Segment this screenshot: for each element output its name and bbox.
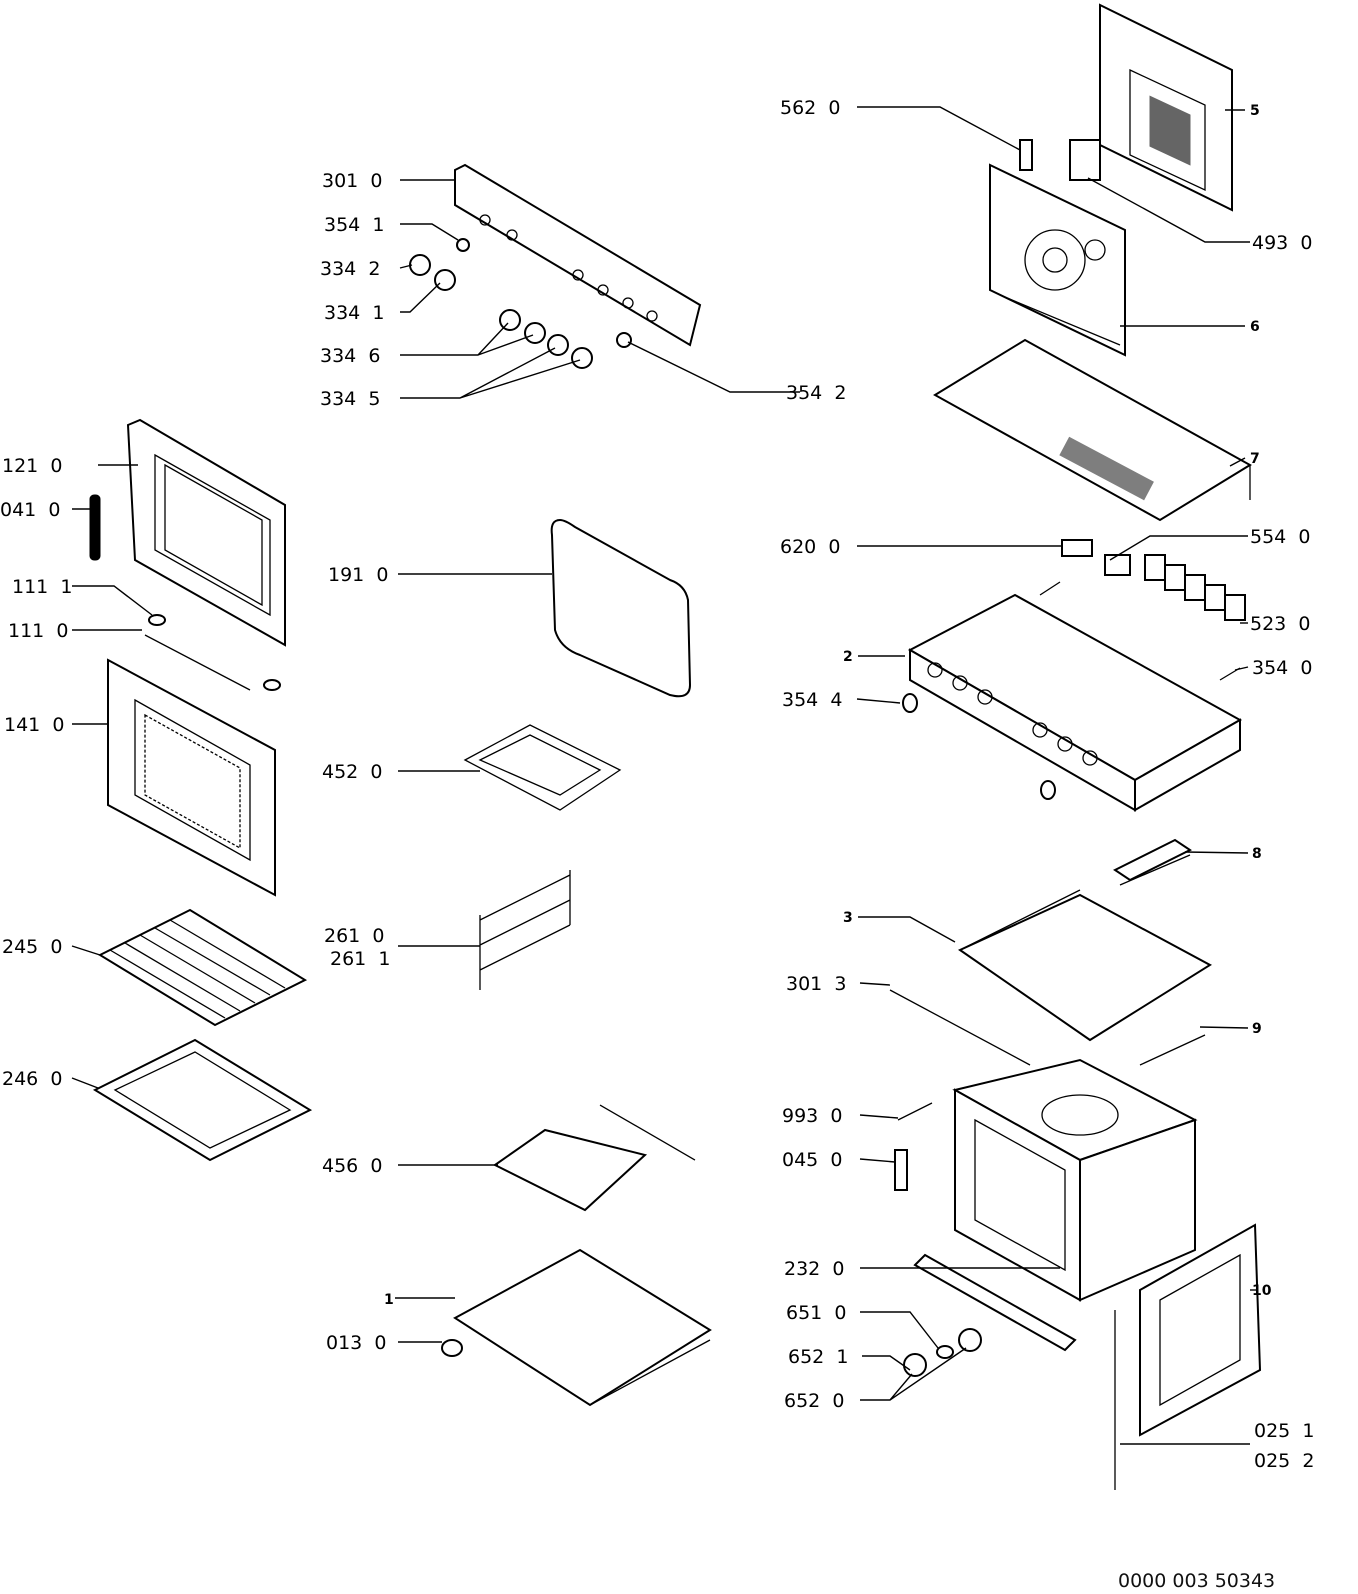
part-callout-label: 191 0 bbox=[328, 564, 388, 586]
part-callout-label: 554 0 bbox=[1250, 526, 1310, 548]
part-callout-label: 334 6 bbox=[320, 345, 380, 367]
part-callout-label: 261 1 bbox=[330, 948, 390, 970]
part-callout-label: 245 0 bbox=[2, 936, 62, 958]
part-callout-label: 10 bbox=[1252, 1283, 1272, 1299]
trim-part-301-3 bbox=[889, 989, 1031, 1066]
part-callout-label: 334 5 bbox=[320, 388, 380, 410]
part-callout-label: 1 bbox=[384, 1292, 394, 1308]
foot-part-013 bbox=[441, 1339, 463, 1357]
part-callout-label: 6 bbox=[1250, 319, 1260, 335]
part-callout-label: 9 bbox=[1252, 1021, 1262, 1037]
top-panel-part-3 bbox=[957, 889, 1212, 1042]
small-parts-993-045 bbox=[894, 1102, 933, 1191]
callout-labels: 562 0 301 0 354 1 334 2 334 1 334 6 334 5 354 2… bbox=[0, 97, 1314, 1472]
part-callout-label: 111 1 bbox=[12, 576, 72, 598]
part-callout-label: 041 0 bbox=[0, 499, 60, 521]
back-plate-part-6 bbox=[989, 163, 1126, 357]
part-callout-label: 334 1 bbox=[324, 302, 384, 324]
control-housing-part-2 bbox=[907, 593, 1243, 812]
part-callout-label: 141 0 bbox=[4, 714, 64, 736]
drawing-code: 0000 003 50343 bbox=[1118, 1570, 1275, 1592]
part-callout-label: 354 1 bbox=[324, 214, 384, 236]
rail-part-8 bbox=[1113, 838, 1192, 886]
side-frame-part-10 bbox=[1139, 1223, 1262, 1437]
part-callout-label: 652 1 bbox=[788, 1346, 848, 1368]
part-callout-label: 5 bbox=[1250, 103, 1260, 119]
rear-panel-part-5 bbox=[1099, 3, 1233, 212]
part-callout-label: 7 bbox=[1250, 451, 1260, 467]
bracket-part-562 bbox=[1019, 139, 1033, 171]
part-callout-label: 562 0 bbox=[780, 97, 840, 119]
part-callout-label: 651 0 bbox=[786, 1302, 846, 1324]
lamp-parts-651-652 bbox=[903, 1328, 982, 1377]
part-callout-label: 354 4 bbox=[782, 689, 842, 711]
part-callout-label: 3 bbox=[843, 910, 853, 926]
part-callout-label: 025 1 bbox=[1254, 1420, 1314, 1442]
part-callout-label: 246 0 bbox=[2, 1068, 62, 1090]
knobs-part-334 bbox=[409, 238, 632, 369]
part-callout-label: 993 0 bbox=[782, 1105, 842, 1127]
part-callout-label: 334 2 bbox=[320, 258, 380, 280]
cavity-strip-part-232 bbox=[913, 1253, 1077, 1352]
part-callout-label: 354 0 bbox=[1252, 657, 1312, 679]
inner-door-part-121 bbox=[126, 418, 286, 647]
part-callout-label: 232 0 bbox=[784, 1258, 844, 1280]
part-callout-label: 456 0 bbox=[322, 1155, 382, 1177]
part-callout-label: 493 0 bbox=[1252, 232, 1312, 254]
screws-part-354 bbox=[902, 693, 1056, 800]
strip-part-9 bbox=[1139, 1034, 1206, 1066]
part-callout-label: 013 0 bbox=[326, 1332, 386, 1354]
switches-part-523 bbox=[1144, 554, 1246, 621]
top-cover-part-7 bbox=[933, 338, 1252, 522]
wire-shelf-part-245 bbox=[97, 908, 308, 1027]
outer-door-glass-part-141 bbox=[107, 658, 276, 897]
grill-element-part-456 bbox=[493, 1104, 696, 1212]
part-callout-label: 8 bbox=[1252, 846, 1262, 862]
part-callout-label: 452 0 bbox=[322, 761, 382, 783]
part-callout-label: 523 0 bbox=[1250, 613, 1310, 635]
part-callout-label: 652 0 bbox=[784, 1390, 844, 1412]
transformer-part-493 bbox=[1069, 139, 1101, 181]
heating-element-part-452 bbox=[463, 724, 622, 811]
part-callout-label: 111 0 bbox=[8, 620, 68, 642]
part-callout-label: 301 3 bbox=[786, 973, 846, 995]
side-rails-part-261 bbox=[479, 870, 571, 990]
part-callout-label: 261 0 bbox=[324, 925, 384, 947]
part-callout-label: 2 bbox=[843, 649, 853, 665]
bottom-plate-part-1 bbox=[453, 1248, 712, 1407]
control-panel-part-301 bbox=[454, 163, 702, 347]
part-callout-label: 025 2 bbox=[1254, 1450, 1314, 1472]
leader-lines bbox=[71, 106, 1258, 1445]
part-callout-label: 301 0 bbox=[322, 170, 382, 192]
oven-cavity-part-232 bbox=[952, 1058, 1198, 1302]
door-seal-part-191 bbox=[550, 518, 692, 698]
baking-tray-part-246 bbox=[92, 1038, 313, 1162]
part-callout-label: 121 0 bbox=[2, 455, 62, 477]
part-callout-label: 045 0 bbox=[782, 1149, 842, 1171]
handle-part-041 bbox=[89, 494, 101, 561]
hinge-part-111 bbox=[144, 614, 281, 691]
part-callout-label: 354 2 bbox=[786, 382, 846, 404]
part-callout-label: 620 0 bbox=[780, 536, 840, 558]
